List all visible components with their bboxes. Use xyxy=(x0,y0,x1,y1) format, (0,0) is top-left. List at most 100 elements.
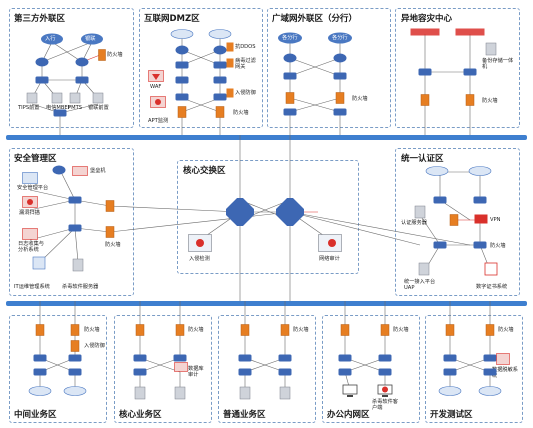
server-icon xyxy=(26,92,38,104)
firewall-icon xyxy=(445,324,455,336)
router-icon xyxy=(52,165,66,175)
switch-icon xyxy=(278,354,292,362)
firewall-icon xyxy=(70,324,80,336)
zone-office xyxy=(322,315,420,423)
off-av-label: 杀毒软件客户端 xyxy=(372,399,398,411)
switch-icon xyxy=(68,196,82,204)
tp-cloud-left-label: 入行 xyxy=(45,36,56,42)
dmz-firewall-label: 防火墙 xyxy=(233,110,249,116)
wan-firewall-label: 防火墙 xyxy=(352,96,368,102)
internet-icon xyxy=(468,166,492,176)
firewall-icon xyxy=(420,94,430,106)
internet-icon xyxy=(478,386,502,396)
switch-icon xyxy=(483,368,497,376)
zone-title-core-business: 核心业务区 xyxy=(119,410,162,420)
zone-general-business xyxy=(218,315,316,423)
switch-icon xyxy=(433,196,447,204)
switch-icon xyxy=(463,68,477,76)
sec-bastion-label: 堡垒机 xyxy=(90,168,106,174)
itops-icon xyxy=(32,256,46,270)
mid-ips-label: 入侵防御 xyxy=(84,343,105,349)
tp-server-label: TIPS前置 xyxy=(18,105,40,111)
internet-icon xyxy=(63,386,87,396)
zone-title-devtest: 开发测试区 xyxy=(430,410,473,420)
internet-icon xyxy=(425,166,449,176)
server-icon xyxy=(92,92,104,104)
ids-icon xyxy=(188,234,212,252)
anti-ddos-icon xyxy=(226,42,234,52)
switch-icon xyxy=(175,93,189,101)
cloud-icon xyxy=(41,33,63,45)
firewall-icon xyxy=(175,324,185,336)
firewall-icon xyxy=(335,92,345,104)
switch-icon xyxy=(483,354,497,362)
firewall-icon xyxy=(485,324,495,336)
db-audit-icon xyxy=(174,362,188,372)
switch-icon xyxy=(33,354,47,362)
upper-backbone-bus xyxy=(6,135,527,140)
zone-title-core: 核心交换区 xyxy=(183,166,226,176)
dmz-apt-label: APT监测 xyxy=(148,118,169,124)
network-audit-icon xyxy=(318,234,342,252)
firewall-icon xyxy=(215,106,225,118)
switch-icon xyxy=(213,76,227,84)
sec-platform-label: 安全管理平台 xyxy=(17,185,49,191)
tp-server-label: 电信MBEF xyxy=(46,105,71,111)
zone-core xyxy=(177,160,359,274)
ips-icon xyxy=(70,340,80,352)
wan-cloud-left-label: 各分行 xyxy=(282,35,298,41)
internet-icon xyxy=(208,29,232,39)
sec-firewall-label: 防火墙 xyxy=(105,242,121,248)
switch-icon xyxy=(338,354,352,362)
firewall-icon xyxy=(240,324,250,336)
mid-firewall-label: 防火墙 xyxy=(84,327,100,333)
backup-appliance-icon xyxy=(485,42,497,56)
firewall-icon xyxy=(280,324,290,336)
certificate-icon xyxy=(484,262,498,276)
server-icon xyxy=(72,258,84,272)
dev-desens-label: 数据脱敏系统 xyxy=(492,367,518,379)
switch-icon xyxy=(378,368,392,376)
cb-firewall-label: 防火墙 xyxy=(188,327,204,333)
uap-icon xyxy=(418,262,430,276)
switch-icon xyxy=(133,354,147,362)
switch-icon xyxy=(173,354,187,362)
auth-server-label: 认证服务器 xyxy=(401,220,427,226)
tp-server-label: PMTS xyxy=(68,105,83,111)
switch-icon xyxy=(213,61,227,69)
av-client-icon xyxy=(377,384,393,397)
internet-icon xyxy=(438,386,462,396)
server-icon xyxy=(279,386,291,400)
switch-icon xyxy=(53,109,67,117)
gb-firewall-label: 防火墙 xyxy=(293,327,309,333)
switch-icon xyxy=(33,368,47,376)
storage-icon xyxy=(410,28,440,36)
ips-icon xyxy=(226,88,234,98)
security-platform-icon xyxy=(22,172,38,184)
router-icon xyxy=(35,57,49,67)
switch-icon xyxy=(418,68,432,76)
switch-icon xyxy=(433,241,447,249)
zone-wan xyxy=(267,8,391,128)
zone-core-business xyxy=(114,315,212,423)
zone-title-general-business: 普通业务区 xyxy=(223,410,266,420)
firewall-icon xyxy=(98,49,106,61)
firewall-icon xyxy=(35,324,45,336)
zone-devtest xyxy=(425,315,523,423)
switch-icon xyxy=(35,76,49,84)
router-icon xyxy=(175,45,189,55)
switch-icon xyxy=(333,72,347,80)
cloud-icon xyxy=(328,32,352,44)
dmz-virus-gateway-label: 病毒过滤网关 xyxy=(235,58,256,70)
firewall-icon xyxy=(340,324,350,336)
switch-icon xyxy=(175,61,189,69)
switch-icon xyxy=(333,108,347,116)
zone-title-dmz: 互联网DMZ区 xyxy=(144,14,200,24)
core-ids-label: 入侵检测 xyxy=(189,256,210,262)
server-icon xyxy=(134,386,146,400)
dmz-anti-ddos-label: 抗DDOS xyxy=(235,44,256,50)
cloud-icon xyxy=(81,33,103,45)
zone-dmz xyxy=(139,8,263,128)
firewall-icon xyxy=(177,106,187,118)
